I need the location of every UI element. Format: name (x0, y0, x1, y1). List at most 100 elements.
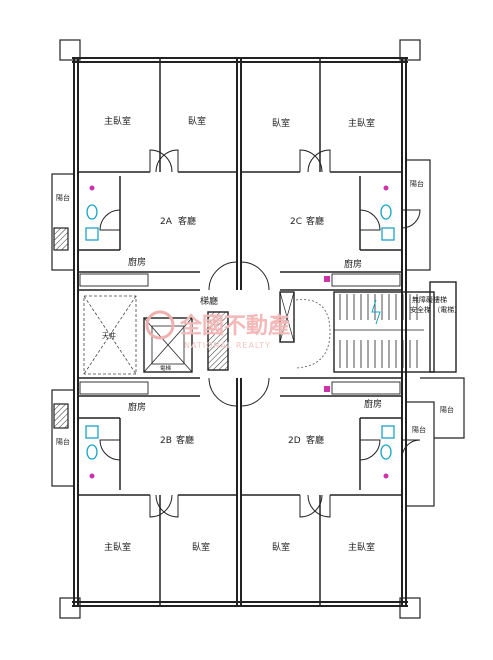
fixtures (85, 204, 395, 460)
stair-treads (334, 294, 424, 368)
core (143, 281, 457, 373)
counter-2d (331, 381, 401, 395)
counter-2c (331, 273, 401, 287)
label-kitchen-2a: 廚房 (128, 256, 146, 268)
door-main-2c (240, 261, 270, 291)
basin-2a (85, 227, 99, 241)
door-bath-2b (99, 439, 121, 461)
balconies (51, 159, 465, 507)
toilet-2a (86, 204, 98, 220)
label-kitchen-2c: 廚房 (344, 258, 362, 270)
duct-2 (279, 291, 295, 343)
doors (99, 149, 421, 518)
door-bath-2c (359, 209, 381, 231)
label-balcony-left-top: 陽台 (56, 193, 70, 202)
label-top-right-bed: 臥室 (272, 117, 290, 129)
door-bath-2a (99, 209, 121, 231)
door-main-2a (208, 261, 238, 291)
light-well (83, 295, 137, 375)
kitchen-counters (79, 273, 401, 395)
balcony-left-bottom (51, 389, 75, 487)
label-stair: 無障礙樓梯 (412, 295, 447, 304)
label-light-well: 天井 (102, 331, 116, 340)
stair-arrow (371, 299, 381, 325)
marker-3 (89, 473, 95, 479)
door-top-bed-3 (299, 149, 323, 173)
watermark-sub: NATIONAL REALTY (184, 341, 271, 350)
balcony-right-top (405, 159, 431, 271)
door-bath-2d (359, 439, 381, 461)
door-top-right-bed (307, 149, 331, 173)
door-main-2d (240, 377, 270, 407)
label-kitchen-2b: 廚房 (128, 401, 146, 413)
balcony-right-bottom (405, 401, 435, 507)
label-bottom-right-master: 主臥室 (348, 541, 375, 553)
toilet-2b (86, 444, 98, 460)
duct-1 (207, 311, 229, 371)
labels: 主臥室 臥室 臥室 主臥室 2A 客廳 2C 客廳 廚房 廚房 陽台 陽台 梯廳… (56, 115, 461, 553)
basin-2d (381, 425, 395, 439)
stair-landing (429, 281, 457, 373)
columns (59, 39, 421, 619)
column-bottom-right (399, 597, 421, 619)
label-balcony-right-bottom: 陽台 (412, 425, 426, 434)
label-living-2b: 客廳 (176, 434, 194, 446)
toilet-2d (380, 444, 392, 460)
label-top-right-master: 主臥室 (348, 117, 375, 129)
label-unit-2d: 2D (288, 436, 301, 446)
marker-4 (383, 473, 389, 479)
markers (89, 185, 389, 479)
label-unit-2b: 2B (160, 436, 172, 446)
toilet-2c (380, 204, 392, 220)
walls (72, 57, 408, 607)
label-stair-note: 安全梯 （電梯） (410, 305, 461, 314)
door-bottom-bed-3 (299, 494, 323, 518)
door-bottom-bed-2 (155, 494, 179, 518)
door-top-bed-2 (155, 149, 179, 173)
label-stair-hall: 梯廳 (200, 295, 218, 307)
label-unit-2a: 2A (160, 217, 173, 227)
balcony-left-top (51, 173, 75, 271)
label-bottom-right-bed: 臥室 (272, 541, 290, 553)
counter-2b (79, 381, 149, 395)
elevator-car (151, 325, 185, 365)
column-top-right (399, 39, 421, 61)
counter-2a (79, 273, 149, 287)
balcony-left-bottom-hatch (53, 403, 69, 429)
marker-5 (324, 276, 330, 282)
column-top-left (59, 39, 81, 61)
column-bottom-left (59, 597, 81, 619)
label-unit-2c: 2C (290, 217, 302, 227)
label-top-left-master: 主臥室 (104, 115, 131, 127)
label-balcony-right-outer: 陽台 (440, 405, 454, 414)
label-kitchen-2d: 廚房 (364, 398, 382, 410)
label-elevator: 電梯 (160, 364, 172, 372)
door-balcony-right-top (401, 209, 421, 229)
stair-curve (295, 299, 331, 369)
label-top-left-bed: 臥室 (188, 115, 206, 127)
watermark-logo (145, 310, 175, 340)
door-main-2b (208, 377, 238, 407)
label-living-2a: 客廳 (178, 215, 196, 227)
basin-2b (85, 425, 99, 439)
stair-block (333, 291, 435, 373)
watermark-text: 全國不動產 (179, 313, 290, 339)
elevator-shaft (143, 317, 193, 373)
door-top-left-bed (149, 149, 173, 173)
door-bottom-right-bed (307, 494, 331, 518)
label-balcony-left-bottom: 陽台 (56, 437, 70, 446)
label-living-2c: 客廳 (306, 215, 324, 227)
label-bottom-left-master: 主臥室 (104, 541, 131, 553)
basin-2c (381, 227, 395, 241)
marker-2 (383, 185, 389, 191)
label-living-2d: 客廳 (306, 434, 324, 446)
label-bottom-left-bed: 臥室 (192, 541, 210, 553)
watermark: 全國不動產 NATIONAL REALTY (145, 310, 290, 350)
marker-6 (324, 386, 330, 392)
marker-1 (89, 185, 95, 191)
door-balcony-right-bottom (401, 439, 421, 459)
label-balcony-right-top: 陽台 (410, 179, 424, 188)
door-bottom-left-bed (149, 494, 173, 518)
balcony-right-outer (420, 377, 465, 439)
